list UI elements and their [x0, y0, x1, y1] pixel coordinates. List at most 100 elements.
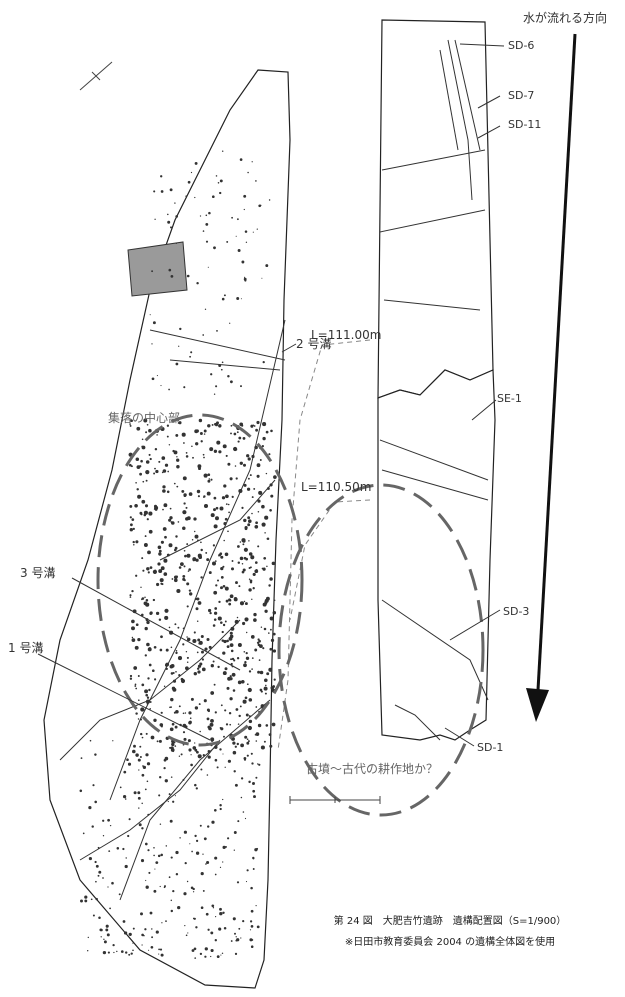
- sd3-label: SD-3: [503, 605, 530, 618]
- feature-mark: [168, 388, 170, 391]
- feature-mark: [131, 518, 135, 521]
- feature-mark: [248, 566, 251, 570]
- feature-mark: [222, 623, 226, 627]
- feature-mark: [205, 214, 208, 217]
- feature-mark: [139, 511, 143, 515]
- farmland-ellipse: [277, 483, 485, 817]
- feature-mark: [257, 763, 259, 765]
- feature-mark: [196, 281, 199, 285]
- feature-mark: [271, 561, 276, 566]
- feature-mark: [158, 569, 163, 574]
- feature-mark: [158, 549, 162, 553]
- feature-mark: [200, 635, 204, 638]
- feature-mark: [213, 618, 217, 621]
- feature-mark: [177, 626, 180, 629]
- feature-mark: [202, 230, 205, 232]
- feature-mark: [222, 565, 225, 568]
- feature-mark: [254, 648, 258, 652]
- feature-mark: [124, 798, 127, 800]
- feature-mark: [193, 917, 196, 920]
- feature-mark: [208, 571, 212, 575]
- feature-mark: [270, 686, 275, 690]
- feature-mark: [188, 492, 193, 496]
- feature-mark: [146, 696, 150, 699]
- feature-mark: [220, 586, 223, 590]
- feature-mark: [161, 456, 166, 460]
- feature-mark: [246, 754, 249, 757]
- feature-mark: [239, 541, 242, 543]
- feature-mark: [250, 925, 254, 928]
- feature-mark: [135, 712, 138, 715]
- feature-mark: [227, 462, 231, 466]
- feature-mark: [211, 820, 215, 824]
- feature-mark: [235, 448, 238, 451]
- feature-mark: [252, 856, 255, 860]
- feature-mark: [227, 503, 230, 506]
- feature-mark: [151, 936, 154, 939]
- feature-mark: [170, 909, 174, 913]
- feature-mark: [210, 513, 215, 518]
- feature-mark: [207, 266, 209, 268]
- feature-mark: [182, 643, 185, 646]
- feature-mark: [158, 794, 161, 797]
- feature-mark: [129, 516, 132, 519]
- feature-mark: [237, 249, 241, 252]
- feature-mark: [132, 540, 135, 544]
- feature-mark: [250, 945, 254, 948]
- feature-mark: [183, 386, 186, 389]
- feature-mark: [269, 577, 273, 581]
- feature-mark: [223, 522, 227, 526]
- feature-mark: [249, 920, 253, 923]
- feature-mark: [166, 553, 170, 557]
- feature-mark: [137, 718, 140, 720]
- feature-mark: [245, 881, 248, 883]
- feature-mark: [149, 647, 151, 649]
- feature-mark: [251, 496, 254, 499]
- feature-mark: [172, 750, 175, 753]
- feature-mark: [134, 645, 139, 650]
- feature-mark: [168, 626, 171, 629]
- feature-mark: [186, 605, 189, 608]
- feature-mark: [249, 581, 253, 584]
- feature-mark: [208, 478, 211, 480]
- feature-mark: [198, 755, 202, 758]
- feature-mark: [124, 864, 128, 869]
- feature-mark: [193, 947, 197, 951]
- feature-mark: [87, 936, 89, 939]
- feature-mark: [158, 739, 162, 743]
- feature-mark: [176, 485, 179, 488]
- feature-mark: [145, 599, 149, 602]
- feature-mark: [123, 931, 128, 935]
- feature-mark: [154, 467, 156, 470]
- feature-mark: [214, 560, 217, 562]
- feature-mark: [189, 717, 192, 719]
- feature-mark: [265, 724, 269, 727]
- figure-caption: 第 24 図 大肥吉竹遺跡 遺構配置図（S=1/900）: [333, 916, 567, 927]
- feature-mark: [239, 556, 244, 561]
- feature-mark: [243, 651, 246, 653]
- feature-mark: [143, 513, 147, 517]
- feature-mark: [144, 654, 147, 657]
- feature-mark: [206, 860, 210, 865]
- village-center-label: 集落の中心部: [108, 411, 181, 425]
- feature-mark: [165, 920, 167, 922]
- feature-mark: [245, 241, 248, 243]
- feature-mark: [248, 540, 250, 542]
- feature-mark: [128, 953, 131, 956]
- feature-mark: [235, 581, 238, 585]
- feature-mark: [237, 723, 240, 725]
- feature-mark: [266, 537, 269, 540]
- feature-mark: [146, 620, 150, 625]
- feature-mark: [149, 701, 152, 703]
- feature-mark: [254, 848, 258, 852]
- feature-mark: [209, 722, 214, 727]
- feature-mark: [193, 530, 196, 533]
- feature-mark: [213, 496, 217, 500]
- feature-mark: [256, 474, 260, 478]
- feature-mark: [188, 748, 192, 752]
- feature-mark: [255, 521, 258, 525]
- feature-mark: [145, 732, 148, 735]
- feature-mark: [95, 897, 98, 901]
- feature-mark: [214, 939, 217, 942]
- feature-mark: [131, 638, 136, 642]
